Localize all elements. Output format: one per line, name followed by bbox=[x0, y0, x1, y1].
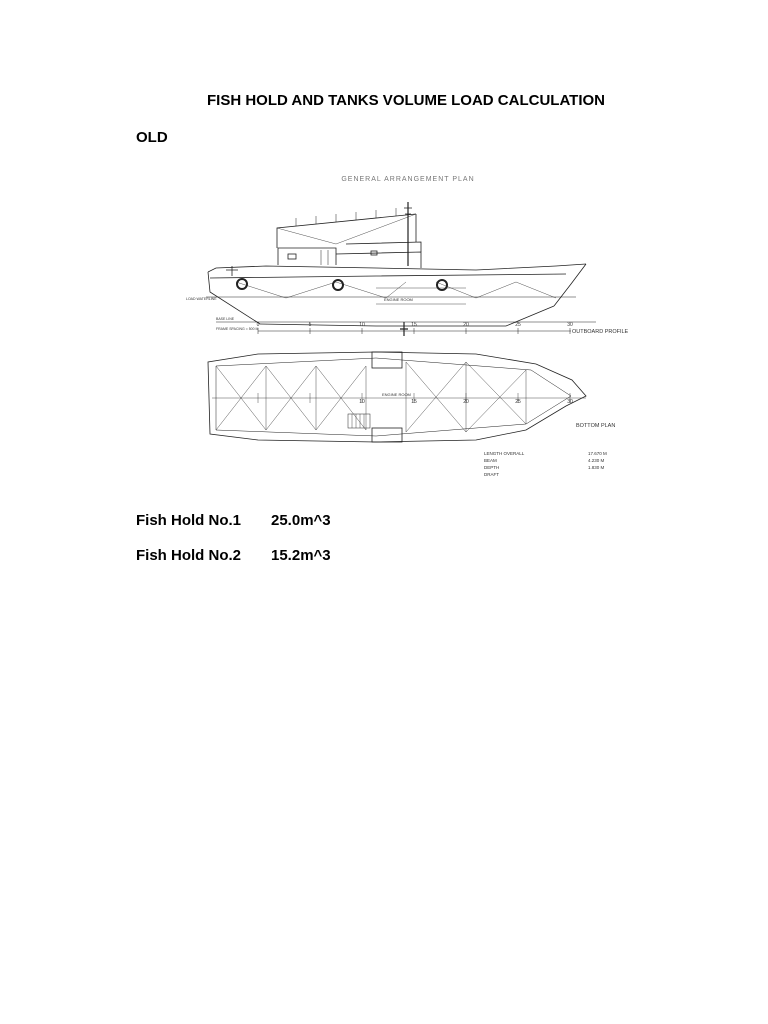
base-line-label: BASE LINE bbox=[216, 317, 235, 321]
frame-number: 25 bbox=[515, 322, 521, 328]
outboard-profile-label: OUTBOARD PROFILE bbox=[572, 329, 629, 335]
particular-value: 4.230 M bbox=[588, 458, 605, 463]
fish-hold-row: Fish Hold No.2 15.2m^3 bbox=[136, 547, 331, 564]
particular-value: 17.670 M bbox=[588, 451, 607, 456]
section-label: OLD bbox=[136, 129, 168, 146]
fish-hold-volume: 15.2m^3 bbox=[271, 547, 331, 564]
engine-room-label-profile: ENGINE ROOM bbox=[384, 297, 413, 302]
fish-hold-label: Fish Hold No.2 bbox=[136, 547, 241, 564]
general-arrangement-drawing: GENERAL ARRANGEMENT PLAN OUTBOARD PROFIL… bbox=[176, 166, 636, 490]
frame-number: 15 bbox=[411, 399, 417, 405]
frame-number: 10 bbox=[359, 322, 365, 328]
frame-number: 10 bbox=[359, 399, 365, 405]
fish-hold-label: Fish Hold No.1 bbox=[136, 512, 241, 529]
frame-number: 15 bbox=[411, 322, 417, 328]
load-waterline-label: LOAD WATERLINE bbox=[186, 297, 217, 301]
drawing-heading: GENERAL ARRANGEMENT PLAN bbox=[341, 176, 474, 183]
frame-spacing-label: FRAME SPACING = 500 M bbox=[216, 327, 259, 331]
particular-value: 1.830 M bbox=[588, 465, 605, 470]
particular-name: BEAM bbox=[484, 458, 497, 463]
particular-name: LENGTH OVERALL bbox=[484, 451, 525, 456]
particular-name: DRAFT bbox=[484, 472, 499, 477]
frame-number: 30 bbox=[567, 322, 573, 328]
frame-number: 30 bbox=[567, 399, 573, 405]
frame-number: 20 bbox=[463, 322, 469, 328]
frame-number: 20 bbox=[463, 399, 469, 405]
particular-name: DEPTH bbox=[484, 465, 499, 470]
frame-number: 5 bbox=[309, 322, 312, 328]
bottom-plan-label: BOTTOM PLAN bbox=[576, 423, 615, 429]
fish-hold-volume: 25.0m^3 bbox=[271, 512, 331, 529]
frame-number: 0 bbox=[257, 322, 260, 328]
engine-room-label-plan: ENGINE ROOM bbox=[382, 392, 411, 397]
frame-number: 25 bbox=[515, 399, 521, 405]
fish-hold-row: Fish Hold No.1 25.0m^3 bbox=[136, 512, 331, 529]
page-title: FISH HOLD AND TANKS VOLUME LOAD CALCULAT… bbox=[206, 92, 606, 109]
